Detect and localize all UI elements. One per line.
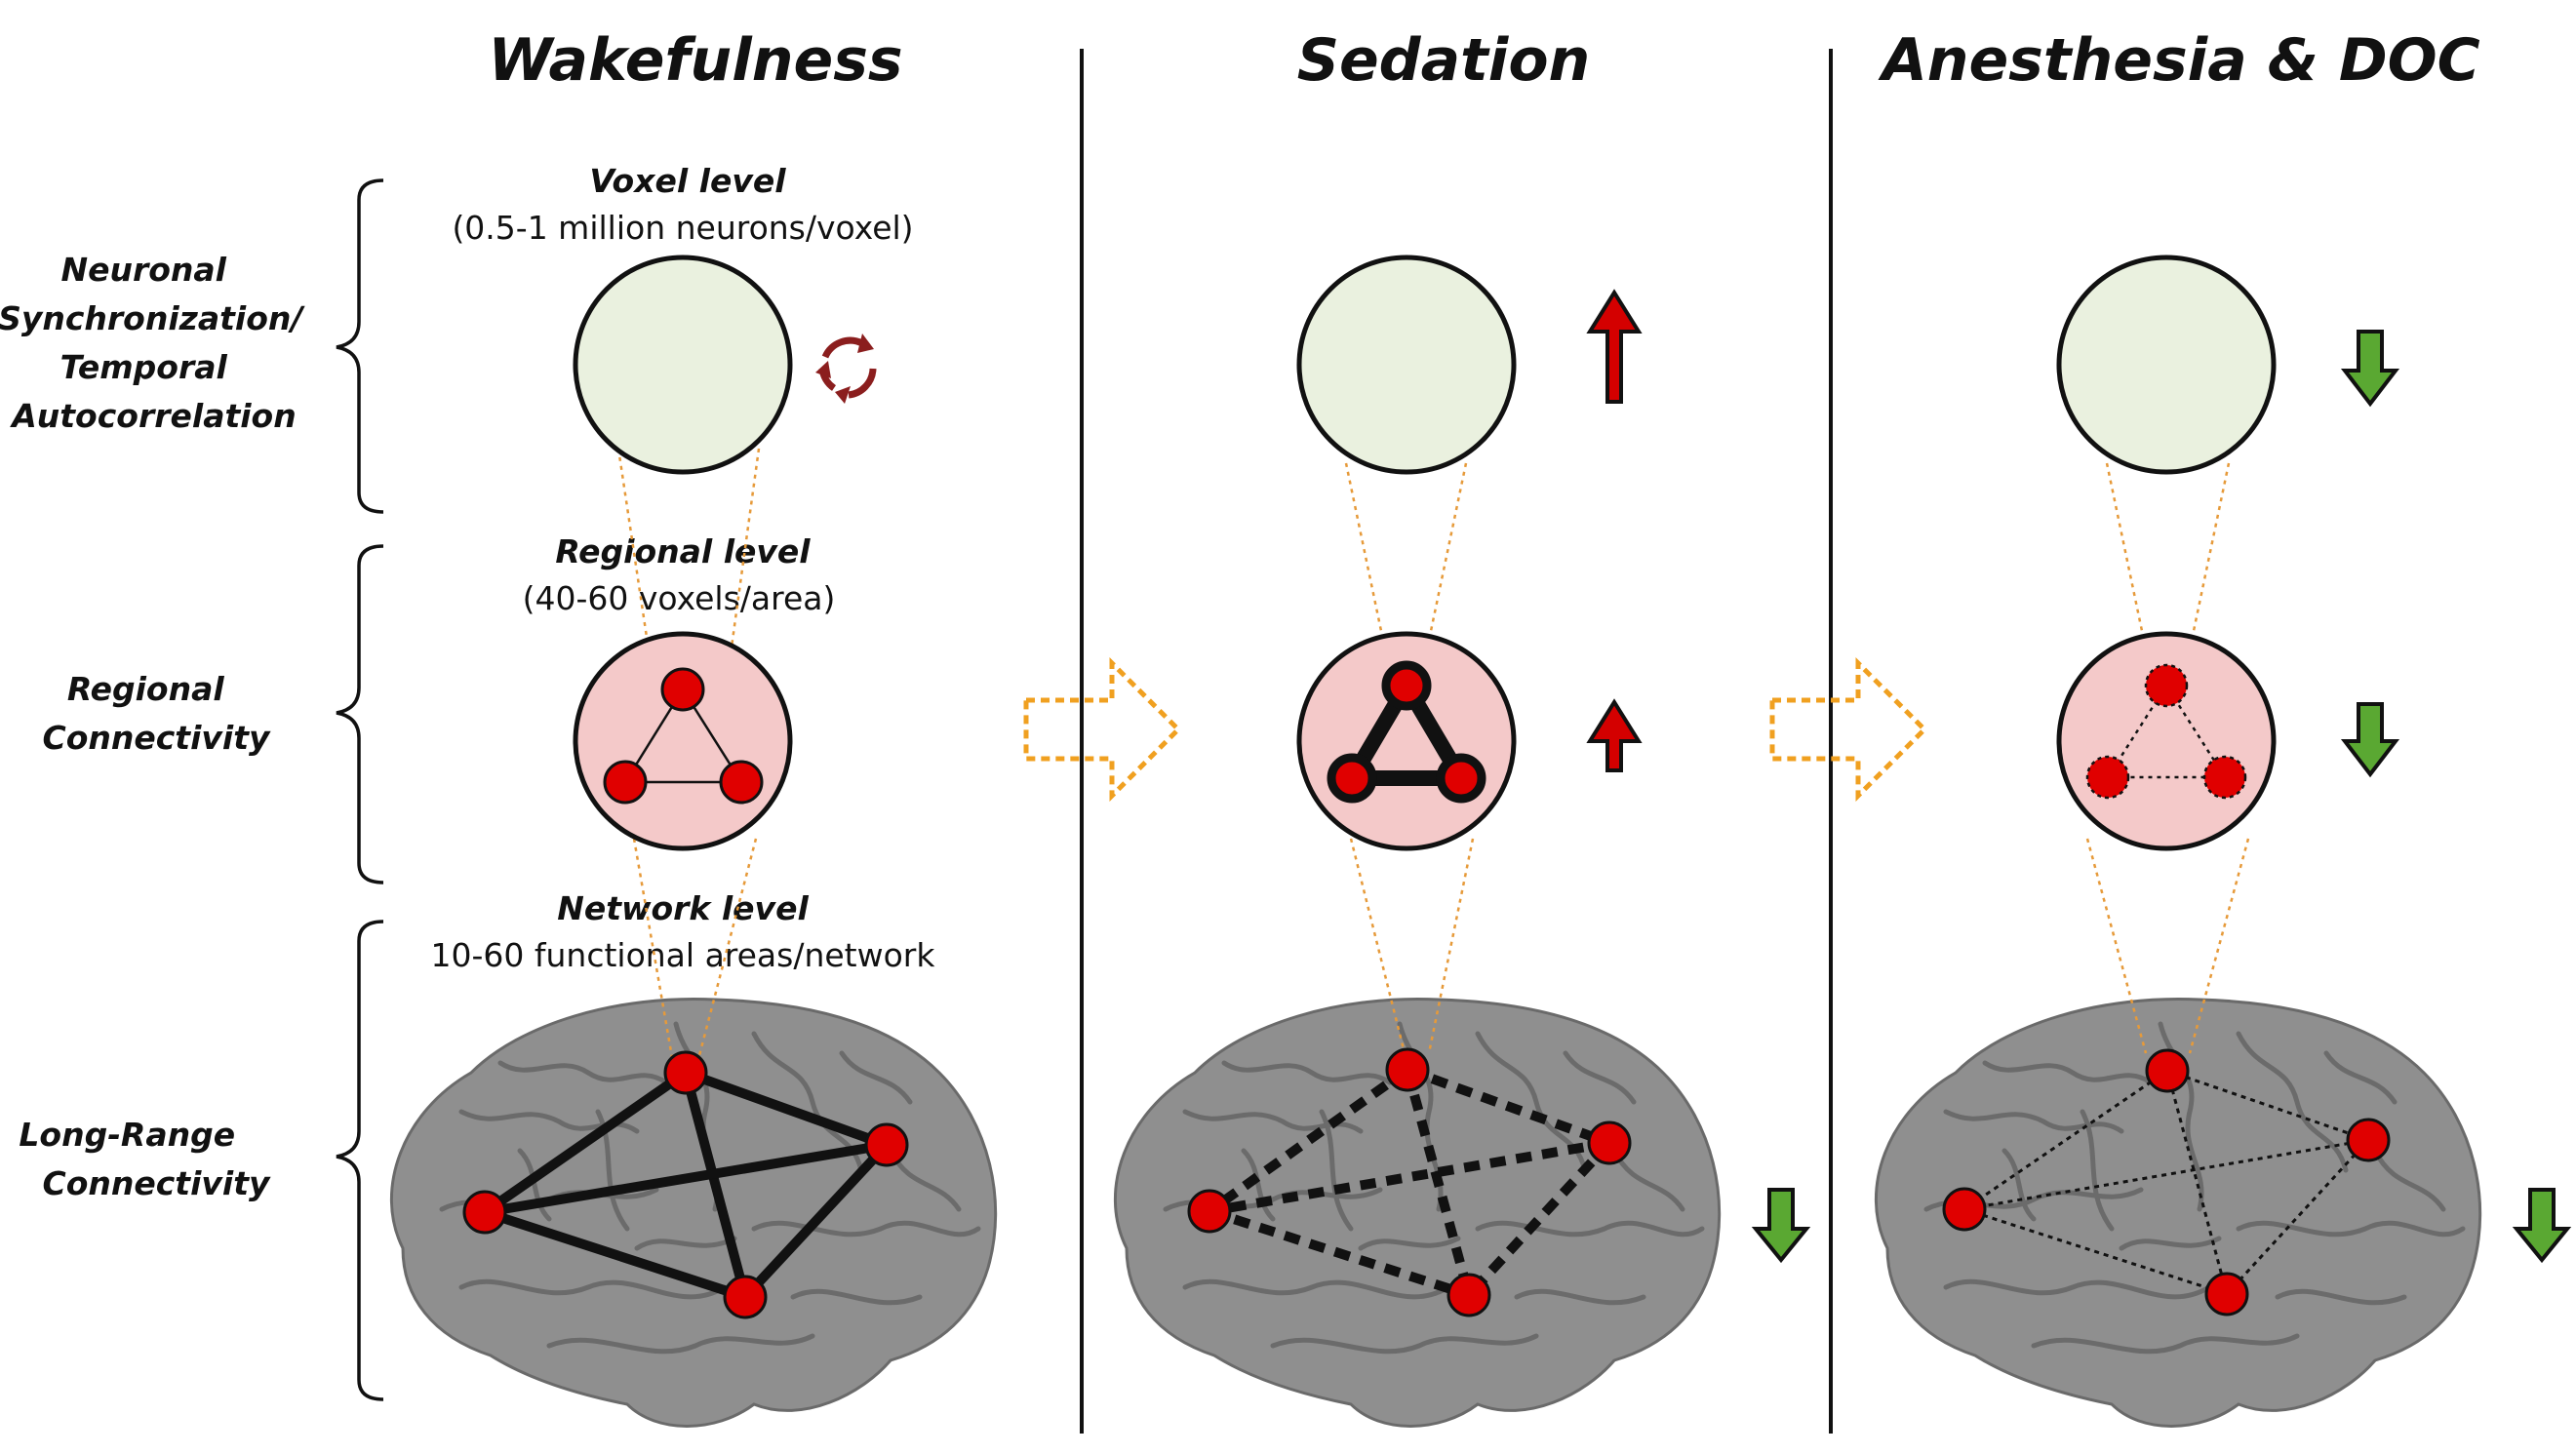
voxel-level-title: Voxel level (589, 162, 786, 200)
network-node (1187, 1189, 1232, 1234)
region-node (2144, 663, 2189, 708)
region-node (1327, 753, 1377, 804)
regional-circle (573, 631, 793, 851)
network-node (2145, 1048, 2190, 1093)
row-bracket-neuronal (336, 178, 384, 514)
region-node (2085, 755, 2130, 800)
arrow-up-icon (1586, 289, 1643, 404)
region-node (1381, 660, 1432, 711)
network-edges (1207, 1065, 1613, 1300)
region-node (660, 667, 705, 712)
arrow-up-icon (1586, 698, 1643, 772)
regional-level-subtitle: (40-60 voxels/area) (523, 579, 836, 617)
voxel-level-subtitle: (0.5-1 million neurons/voxel) (452, 209, 913, 247)
network-edges (1963, 1069, 2370, 1296)
column-title-anesthesia-doc: Anesthesia & DOC (1878, 26, 2479, 95)
arrow-down-icon (2512, 1188, 2572, 1264)
network-node (864, 1122, 909, 1167)
network-node (1587, 1120, 1632, 1165)
arrow-down-icon (2340, 330, 2400, 408)
column-title-sedation: Sedation (1297, 26, 1591, 95)
network-edges (480, 1068, 892, 1302)
row-bracket-regional (336, 544, 384, 884)
network-node (1942, 1187, 1987, 1232)
voxel-circle (573, 255, 793, 475)
network-node (2204, 1272, 2249, 1316)
arrow-down-icon (1751, 1188, 1811, 1264)
network-node (663, 1050, 708, 1095)
region-node (1436, 753, 1486, 804)
region-node (603, 760, 648, 805)
network-level-title: Network level (557, 889, 809, 927)
row-bracket-long-range (336, 920, 384, 1401)
network-node (1385, 1047, 1430, 1092)
regional-triangle (1344, 678, 1469, 786)
wakefulness-column (391, 255, 995, 1427)
sedation-column (1115, 255, 1811, 1427)
voxel-circle (1296, 255, 1517, 475)
row-label-regional: Regional Connectivity (42, 670, 271, 757)
column-title-wakefulness: Wakefulness (488, 26, 902, 95)
voxel-circle (2056, 255, 2277, 475)
row-label-neuronal: Neuronal Synchronization/ Temporal Autoc… (0, 251, 314, 435)
anesthesia-doc-column (1876, 255, 2572, 1427)
regional-triangle (2105, 683, 2228, 779)
network-node (462, 1190, 507, 1235)
arrow-down-icon (2340, 702, 2400, 778)
regional-triangle (622, 687, 744, 784)
circular-arrows-icon (815, 334, 877, 404)
network-node (1447, 1273, 1491, 1317)
network-node (2346, 1118, 2391, 1162)
network-level-subtitle: 10-60 functional areas/network (431, 936, 936, 974)
dotted-arrow-right-icon (1769, 656, 1928, 803)
region-node (2202, 755, 2247, 800)
dotted-arrow-right-icon (1023, 656, 1182, 803)
regional-level-title: Regional level (555, 532, 811, 570)
row-label-long-range: Long-Range Connectivity (19, 1116, 271, 1202)
network-node (723, 1275, 768, 1319)
region-node (719, 760, 764, 805)
